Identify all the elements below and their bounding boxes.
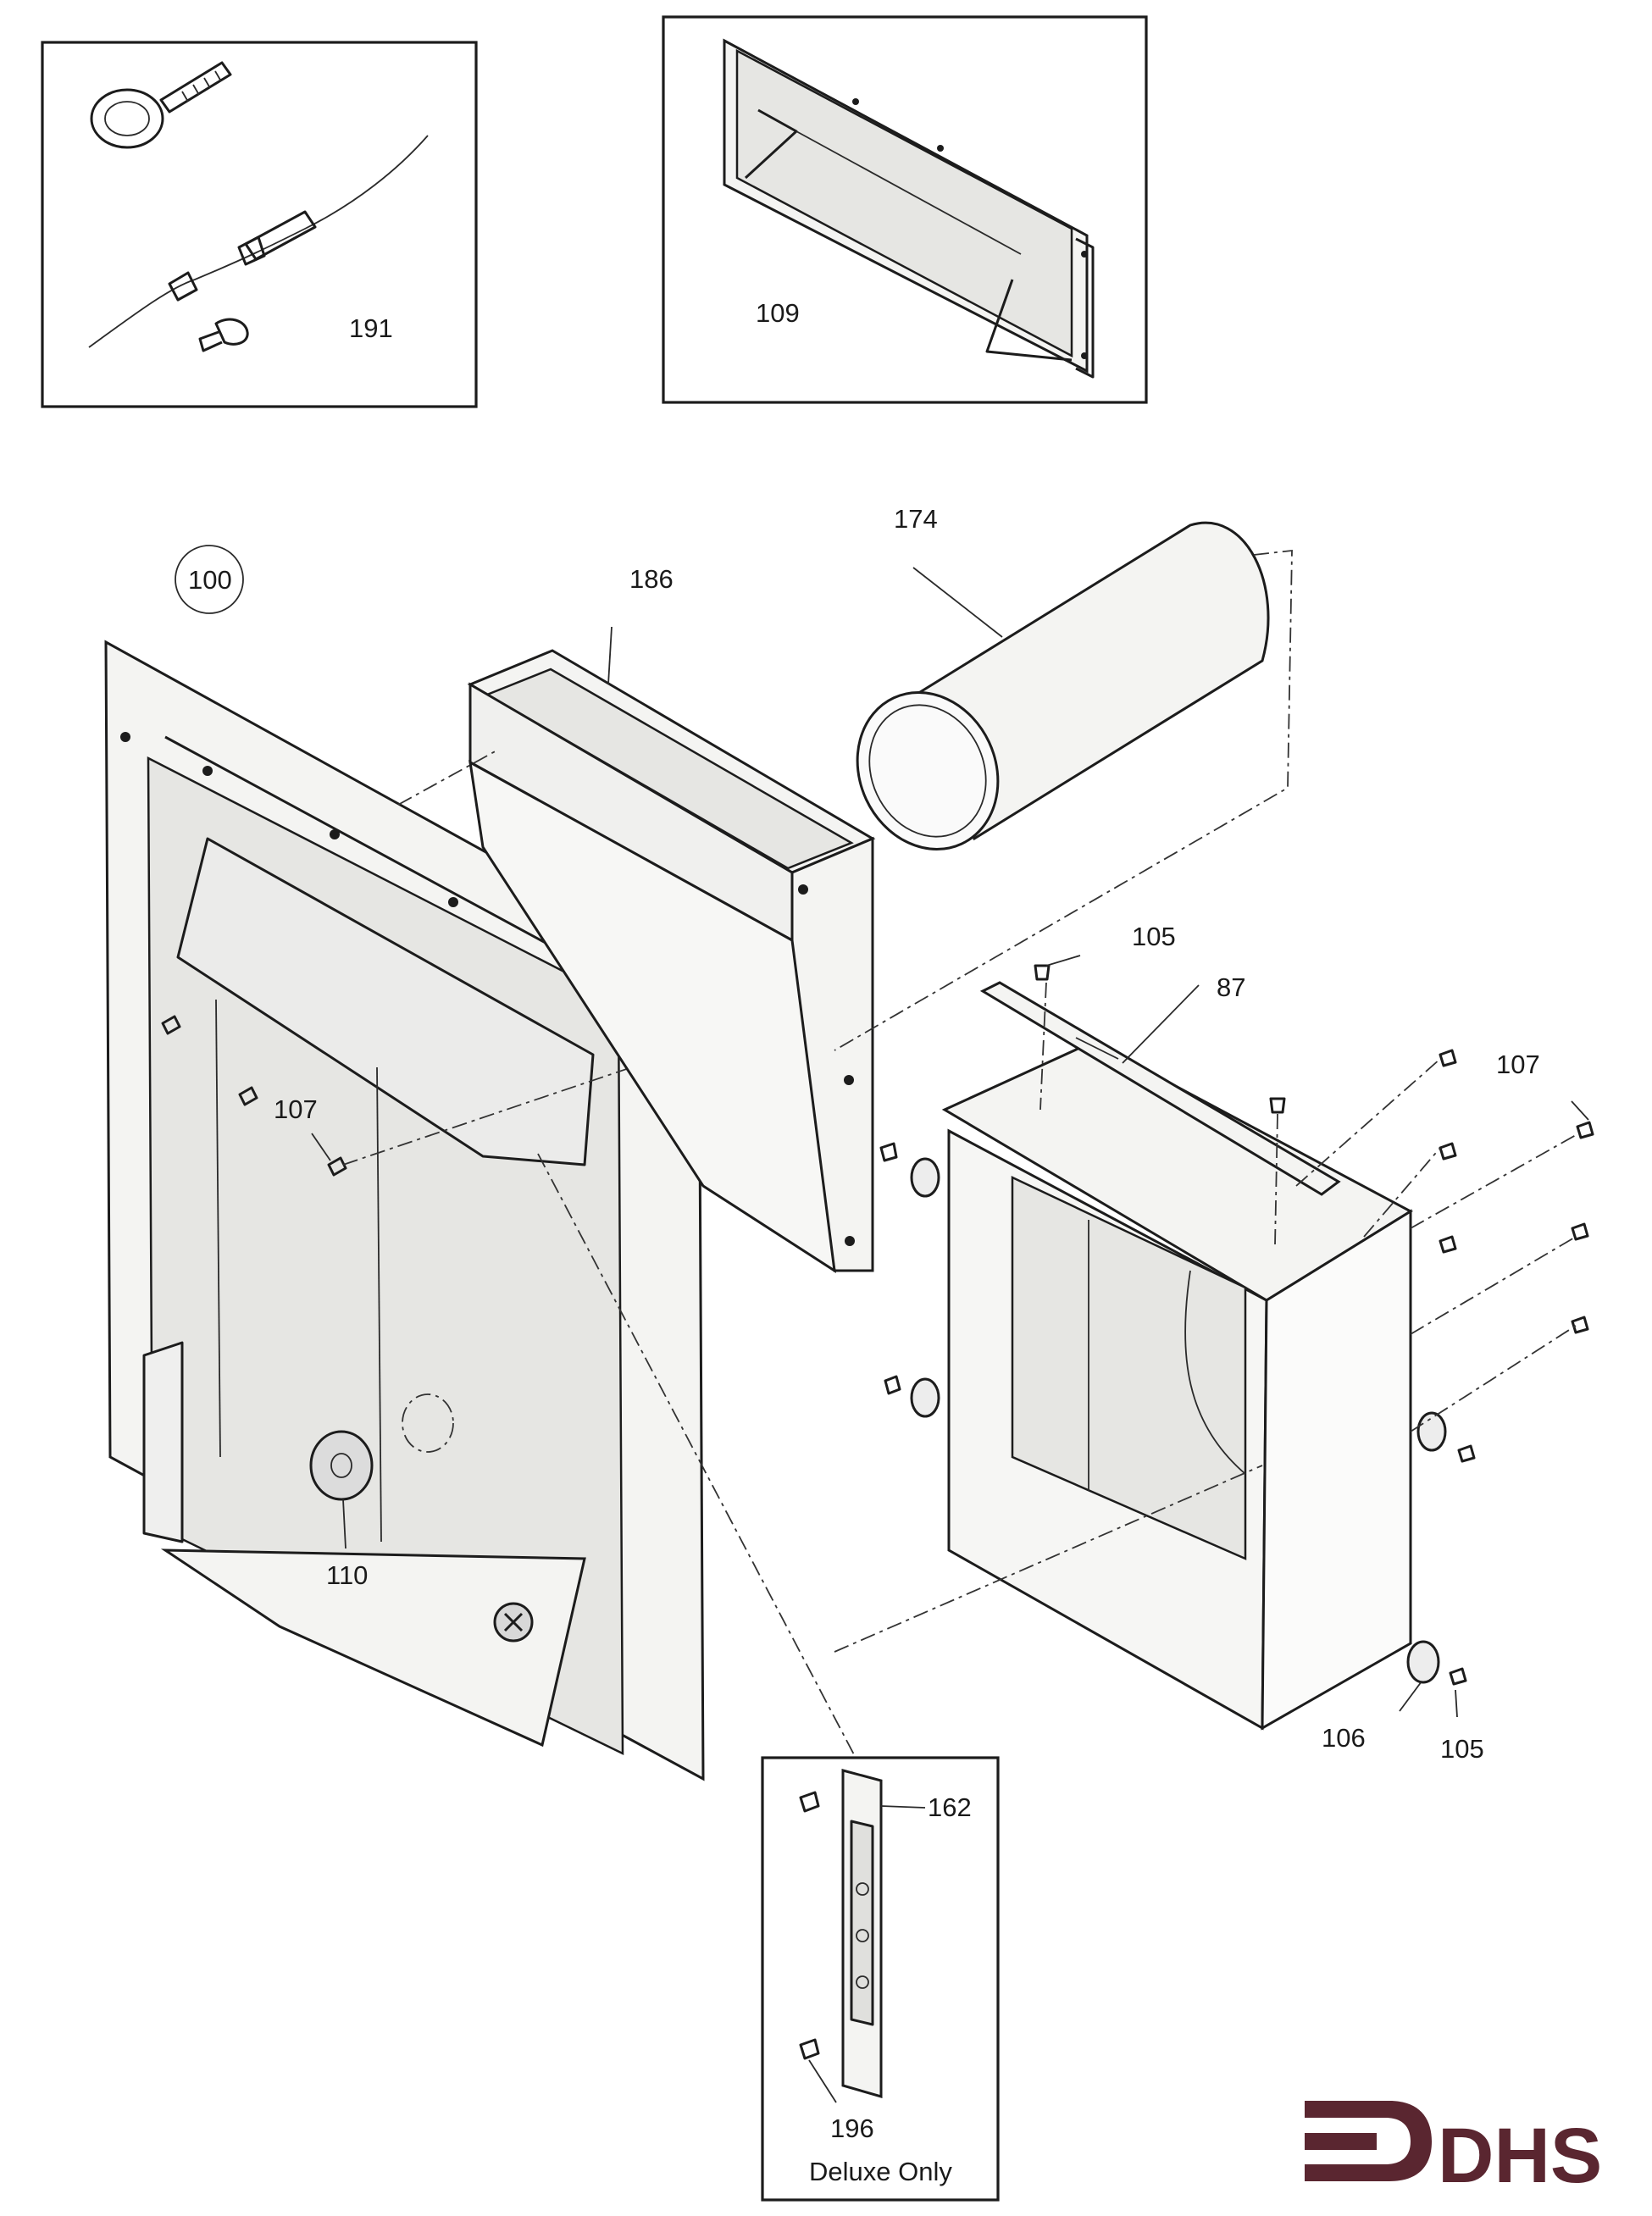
callout-186: 186: [629, 564, 674, 594]
pipe-opening-icon: [856, 691, 1000, 850]
screw-icon: [799, 1791, 820, 1813]
dhs-logo: DHS: [1305, 2101, 1602, 2199]
washer-icon: [910, 1157, 940, 1198]
inset-box-162: 162 196 Deluxe Only: [761, 1756, 1000, 2202]
screw-icon: [1034, 964, 1051, 981]
callout-109: 109: [756, 298, 800, 328]
cable-fitting-icon: [244, 210, 317, 261]
eye-bolt-icon: [90, 88, 164, 149]
screw-icon: [161, 1015, 181, 1035]
duct-186: 186: [397, 564, 876, 1274]
bracket-box-87: 87 105 107 106 105: [834, 922, 1594, 1764]
callout-196: 196: [830, 2114, 874, 2143]
cable-clamp-icon: [168, 271, 198, 302]
inset-box-109: 109: [662, 15, 1148, 404]
callout-105-bottom: 105: [1440, 1734, 1484, 1764]
callout-162: 162: [928, 1792, 972, 1822]
logo-text: DHS: [1438, 2113, 1602, 2199]
callout-105-top: 105: [1132, 922, 1176, 951]
callout-107-right: 107: [1496, 1050, 1540, 1079]
inset-note-deluxe: Deluxe Only: [809, 2157, 952, 2186]
grommet-icon: [309, 1430, 374, 1501]
callout-100: 100: [188, 565, 232, 595]
callout-100-group: 100: [175, 545, 244, 614]
callout-110: 110: [326, 1560, 368, 1590]
callout-191: 191: [349, 313, 393, 343]
callout-174: 174: [894, 504, 938, 534]
cylinder-174: 174: [834, 504, 1293, 1051]
callout-87: 87: [1217, 972, 1245, 1002]
callout-106: 106: [1322, 1723, 1366, 1753]
screw-icon: [214, 318, 249, 346]
callout-107-left: 107: [274, 1094, 318, 1124]
inset-box-191: 191: [41, 41, 478, 408]
